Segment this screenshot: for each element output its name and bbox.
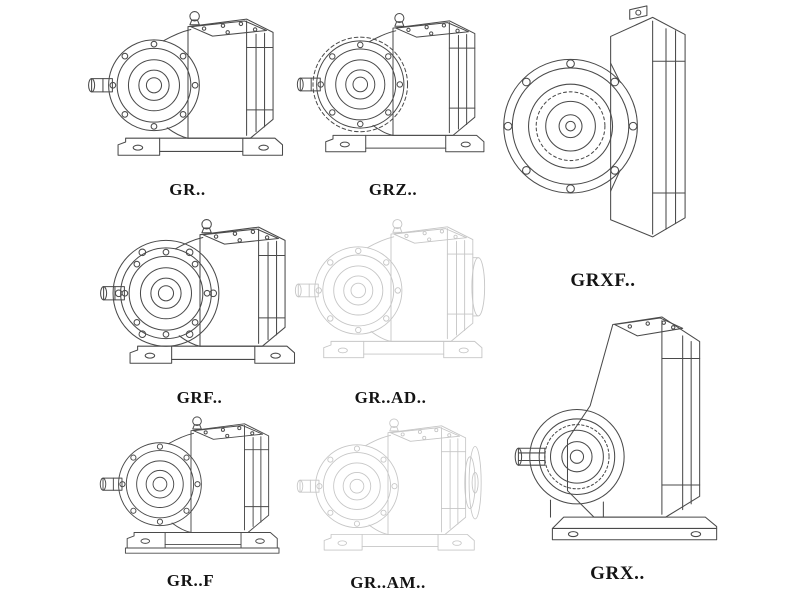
- base-flange-overlay: [124, 547, 279, 554]
- figure-label-grf: GRF..: [176, 388, 223, 407]
- figure-label-gr-ad: GR..AD..: [354, 388, 427, 407]
- figure-grf: GRF..: [92, 212, 307, 408]
- figure-label-grz: GRZ..: [368, 180, 418, 199]
- figure-label-gr-f: GR..F: [166, 571, 215, 590]
- grz-seal-ring-overlay: [312, 36, 409, 133]
- gearbox-drawing-gr-am: [293, 412, 482, 569]
- figure-gr-am: GR..AM..: [288, 412, 488, 593]
- figure-grx: GRX..: [505, 300, 730, 585]
- gearbox-drawing-grf: [96, 212, 304, 384]
- gearbox-drawing-grx: [507, 300, 729, 553]
- figure-label-grx: GRX..: [590, 563, 645, 584]
- figure-label-gr-am: GR..AM..: [350, 573, 426, 592]
- figure-gr-f: GR..F: [88, 410, 293, 591]
- gearbox-drawing-grz: [293, 6, 493, 172]
- gearbox-drawing-gr-f: [96, 410, 279, 554]
- figure-gr: GR..: [80, 4, 295, 200]
- figure-grz: GRZ..: [293, 6, 493, 200]
- gearbox-drawing-gr-ad: [291, 212, 485, 378]
- figure-grxf: GRXF..: [498, 2, 708, 292]
- gearbox-drawing-gr: [84, 4, 292, 176]
- figure-label-grxf: GRXF..: [570, 270, 636, 291]
- gearbox-drawing-grxf: [498, 2, 708, 258]
- figure-gr-ad: GR..AD..: [288, 212, 493, 408]
- figure-label-gr: GR..: [169, 180, 206, 199]
- input-adapter-overlay: [470, 257, 485, 317]
- grf-flange-overlay: [112, 239, 219, 347]
- motor-adapter-flange-overlay: [464, 446, 482, 520]
